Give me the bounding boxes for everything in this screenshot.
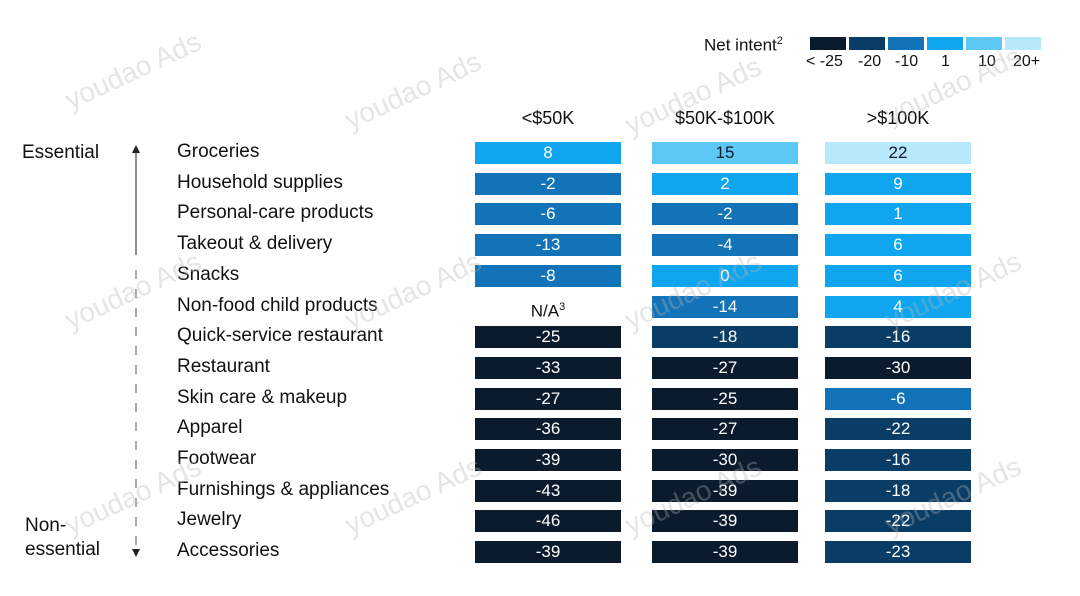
legend-swatch: [849, 37, 885, 50]
table-cell: -18: [825, 479, 971, 502]
legend-label: -10: [895, 53, 919, 70]
table-cell: -36: [475, 418, 621, 441]
table-cell: -25: [652, 387, 798, 410]
table-cell: -23: [825, 541, 971, 564]
table-cell: 6: [825, 234, 971, 257]
row-label: Non-food child products: [177, 294, 378, 316]
row-label: Snacks: [177, 263, 240, 285]
row-label: Takeout & delivery: [177, 233, 333, 255]
table-cell: 8: [475, 142, 621, 164]
row-label: Household supplies: [177, 171, 343, 193]
row-label: Skin care & makeup: [177, 386, 348, 408]
table-cell: 4: [825, 295, 971, 318]
legend-swatch: [1005, 37, 1041, 50]
table-cell: -16: [825, 449, 971, 471]
legend-title: Net intent2: [704, 35, 783, 55]
non-essential-label: Non- essential: [25, 515, 100, 560]
table-cell: -33: [475, 356, 621, 379]
row-label: Jewelry: [177, 509, 242, 531]
legend-label: -20: [858, 53, 882, 70]
table-cell: -30: [652, 449, 798, 471]
watermark: youdao Ads: [340, 245, 486, 336]
essential-label: Essential: [22, 142, 100, 163]
row-label: Furnishings & appliances: [177, 478, 390, 500]
legend-swatch: [927, 37, 963, 50]
table-cell: -2: [475, 172, 621, 195]
row-label: Groceries: [177, 141, 260, 162]
table-cell: -43: [475, 479, 621, 502]
legend-label: 20+: [1013, 53, 1041, 70]
table-cell: -46: [475, 510, 621, 533]
row-label: Footwear: [177, 448, 257, 469]
table-cell: 1: [825, 203, 971, 226]
table-cell: -39: [652, 541, 798, 564]
watermark: youdao Ads: [620, 245, 766, 336]
row-label: Quick-service restaurant: [177, 325, 383, 347]
table-cell: 2: [652, 172, 798, 195]
watermark: youdao Ads: [60, 25, 206, 116]
table-cell: -30: [825, 356, 971, 379]
table-cell: -22: [825, 510, 971, 533]
legend-swatch: [888, 37, 924, 50]
table-cell: -8: [475, 264, 621, 287]
row-label: Apparel: [177, 417, 243, 439]
table-cell: -39: [475, 541, 621, 564]
table-cell: -27: [652, 356, 798, 379]
legend-label: < -25: [806, 53, 843, 70]
table-cell: -22: [825, 418, 971, 441]
legend-label: 10: [978, 53, 996, 70]
table-cell: -14: [652, 295, 798, 318]
row-label: Personal-care products: [177, 202, 374, 224]
table-cell: -4: [652, 234, 798, 257]
legend-label: 1: [941, 53, 950, 70]
watermark: youdao Ads: [880, 245, 1026, 336]
table-cell: -27: [652, 418, 798, 441]
table-cell: -13: [475, 234, 621, 257]
column-header: <$50K: [521, 108, 575, 128]
table-cell: -39: [652, 510, 798, 533]
column-header: >$100K: [866, 108, 930, 128]
table-cell: -25: [475, 326, 621, 349]
legend-swatch: [810, 37, 846, 50]
legend-swatch: [966, 37, 1002, 50]
table-cell: 0: [652, 264, 798, 287]
table-cell: 15: [652, 142, 798, 164]
table-cell: -6: [825, 387, 971, 410]
table-cell: N/A3: [530, 300, 566, 321]
row-label: Restaurant: [177, 355, 270, 377]
row-label: Accessories: [177, 540, 280, 562]
table-cell: -39: [475, 449, 621, 471]
table-cell: -39: [652, 479, 798, 502]
table-cell: -2: [652, 203, 798, 226]
column-header: $50K-$100K: [674, 108, 776, 128]
table-cell: -16: [825, 326, 971, 349]
table-cell: 6: [825, 264, 971, 287]
table-cell: -18: [652, 326, 798, 349]
table-cell: 22: [825, 142, 971, 164]
table-cell: 9: [825, 172, 971, 195]
table-cell: -27: [475, 387, 621, 410]
watermark: youdao Ads: [340, 45, 486, 136]
table-cell: -6: [475, 203, 621, 226]
